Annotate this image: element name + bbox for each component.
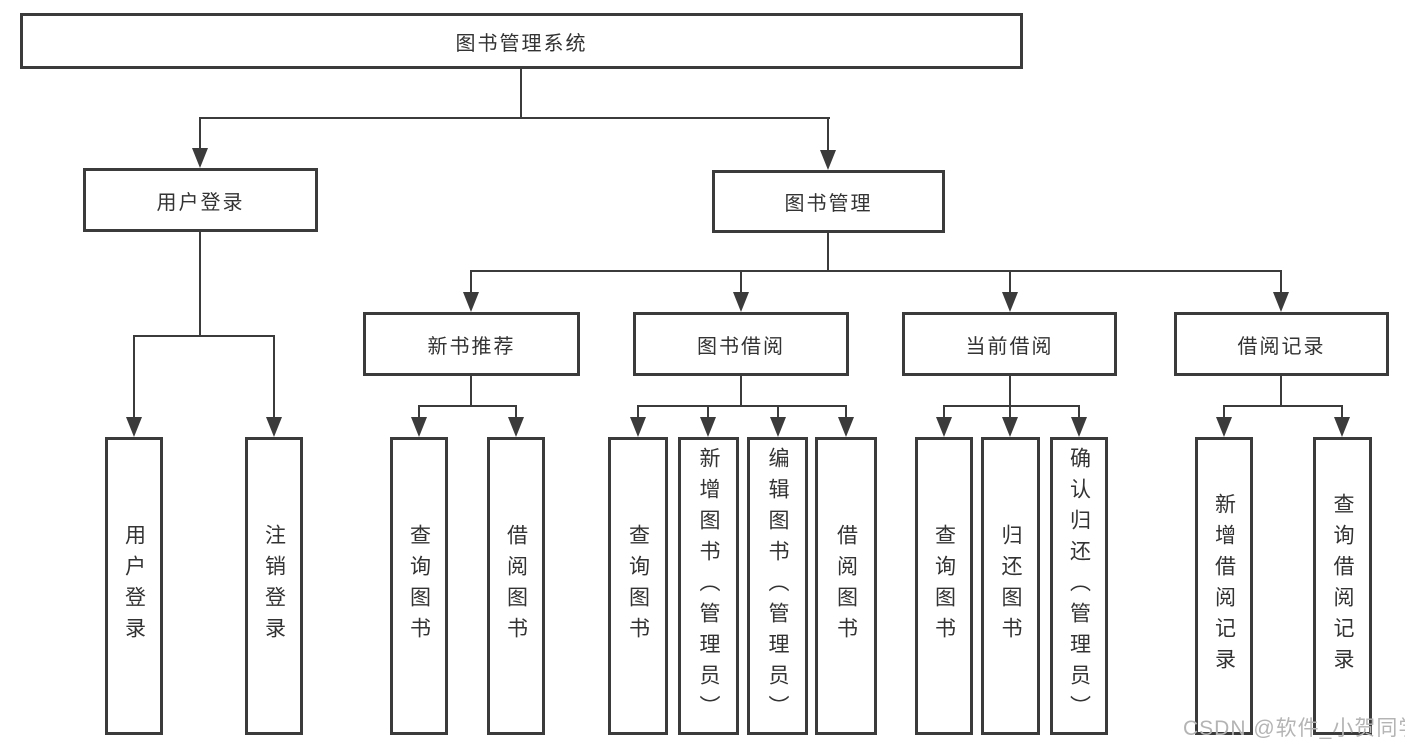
arrowhead-current-borrow xyxy=(1002,292,1018,312)
node-root: 图书管理系统 xyxy=(20,13,1023,69)
node-root-label: 图书管理系统 xyxy=(455,32,588,55)
connector-login-stem xyxy=(199,232,201,336)
arrowhead-book-management xyxy=(820,150,836,170)
connector-cb-drop-1 xyxy=(943,405,945,418)
arrowhead-leaf-logout xyxy=(266,417,282,437)
leaf-query-books-3-label: 查询图书 xyxy=(932,524,956,648)
arrowhead-bb-edit xyxy=(770,417,786,437)
node-new-book-recommend: 新书推荐 xyxy=(363,312,580,376)
connector-mgmt-drop-2 xyxy=(740,270,742,293)
node-book-borrow-label: 图书借阅 xyxy=(697,335,785,358)
arrowhead-bb-query xyxy=(630,417,646,437)
connector-nb-hline xyxy=(418,405,517,407)
leaf-add-borrow-record: 新增借阅记录 xyxy=(1195,437,1253,735)
leaf-add-borrow-record-label: 新增借阅记录 xyxy=(1212,493,1236,679)
arrowhead-br-add xyxy=(1216,417,1232,437)
connector-mgmt-hline xyxy=(470,270,1282,272)
node-book-borrow: 图书借阅 xyxy=(633,312,849,376)
connector-bb-stem xyxy=(740,376,742,406)
connector-nb-drop-1 xyxy=(418,405,420,418)
leaf-borrow-books-1: 借阅图书 xyxy=(487,437,545,735)
connector-br-drop-2 xyxy=(1341,405,1343,418)
arrowhead-br-query xyxy=(1334,417,1350,437)
connector-login-drop-1 xyxy=(133,335,135,418)
node-user-login: 用户登录 xyxy=(83,168,318,232)
leaf-query-books-3: 查询图书 xyxy=(915,437,973,735)
node-book-management: 图书管理 xyxy=(712,170,945,233)
connector-root-hline xyxy=(199,117,830,119)
leaf-borrow-books-1-label: 借阅图书 xyxy=(504,524,528,648)
arrowhead-bb-borrow xyxy=(838,417,854,437)
leaf-borrow-books-2-label: 借阅图书 xyxy=(834,524,858,648)
leaf-user-login-label: 用户登录 xyxy=(122,524,146,648)
connector-br-stem xyxy=(1280,376,1282,406)
arrowhead-new-book-recommend xyxy=(463,292,479,312)
node-borrow-records: 借阅记录 xyxy=(1174,312,1389,376)
connector-bb-hline xyxy=(637,405,847,407)
connector-cb-hline xyxy=(943,405,1080,407)
connector-bb-drop-4 xyxy=(845,405,847,418)
connector-nb-stem xyxy=(470,376,472,406)
leaf-confirm-return-admin-label: 确认归还（管理员） xyxy=(1067,446,1091,726)
leaf-query-borrow-record-label: 查询借阅记录 xyxy=(1331,493,1354,679)
connector-bb-drop-1 xyxy=(637,405,639,418)
connector-mgmt-drop-4 xyxy=(1280,270,1282,293)
leaf-edit-book-admin: 编辑图书（管理员） xyxy=(747,437,808,735)
arrowhead-bb-add xyxy=(700,417,716,437)
leaf-confirm-return-admin: 确认归还（管理员） xyxy=(1050,437,1108,735)
connector-bb-drop-2 xyxy=(707,405,709,418)
leaf-edit-book-admin-label: 编辑图书（管理员） xyxy=(766,446,789,726)
leaf-add-book-admin: 新增图书（管理员） xyxy=(678,437,739,735)
arrowhead-cb-query xyxy=(936,417,952,437)
arrowhead-user-login xyxy=(192,148,208,168)
arrowhead-leaf-user-login xyxy=(126,417,142,437)
connector-nb-drop-2 xyxy=(515,405,517,418)
leaf-borrow-books-2: 借阅图书 xyxy=(815,437,877,735)
connector-br-drop-1 xyxy=(1223,405,1225,418)
connector-root-stem xyxy=(520,69,522,118)
connector-root-right-drop xyxy=(827,117,829,151)
arrowhead-nb-query xyxy=(411,417,427,437)
connector-cb-stem xyxy=(1009,376,1011,406)
node-borrow-records-label: 借阅记录 xyxy=(1237,335,1326,358)
connector-cb-drop-3 xyxy=(1078,405,1080,418)
node-new-book-recommend-label: 新书推荐 xyxy=(427,335,516,358)
leaf-logout-label: 注销登录 xyxy=(262,524,286,648)
leaf-query-books-1: 查询图书 xyxy=(390,437,448,735)
leaf-user-login: 用户登录 xyxy=(105,437,163,735)
csdn-watermark: CSDN @软件_小贺同学 xyxy=(1183,717,1405,740)
connector-root-left-drop xyxy=(199,117,201,149)
leaf-query-books-2: 查询图书 xyxy=(608,437,668,735)
leaf-logout: 注销登录 xyxy=(245,437,303,735)
leaf-query-books-2-label: 查询图书 xyxy=(626,524,650,648)
arrowhead-cb-return xyxy=(1002,417,1018,437)
connector-login-hline xyxy=(133,335,275,337)
leaf-return-books-label: 归还图书 xyxy=(999,524,1022,648)
connector-bb-drop-3 xyxy=(777,405,779,418)
arrowhead-book-borrow xyxy=(733,292,749,312)
node-user-login-label: 用户登录 xyxy=(156,191,245,214)
node-current-borrow-label: 当前借阅 xyxy=(965,335,1054,358)
connector-br-hline xyxy=(1223,405,1343,407)
leaf-query-books-1-label: 查询图书 xyxy=(407,524,431,648)
arrowhead-borrow-records xyxy=(1273,292,1289,312)
leaf-return-books: 归还图书 xyxy=(981,437,1040,735)
connector-mgmt-drop-1 xyxy=(470,270,472,293)
connector-login-drop-2 xyxy=(273,335,275,418)
leaf-query-borrow-record: 查询借阅记录 xyxy=(1313,437,1372,735)
arrowhead-nb-borrow xyxy=(508,417,524,437)
connector-mgmt-stem xyxy=(827,233,829,271)
connector-mgmt-drop-3 xyxy=(1009,270,1011,293)
arrowhead-cb-confirm xyxy=(1071,417,1087,437)
node-book-management-label: 图书管理 xyxy=(784,193,873,215)
node-current-borrow: 当前借阅 xyxy=(902,312,1117,376)
connector-cb-drop-2 xyxy=(1009,405,1011,418)
leaf-add-book-admin-label: 新增图书（管理员） xyxy=(697,446,720,726)
